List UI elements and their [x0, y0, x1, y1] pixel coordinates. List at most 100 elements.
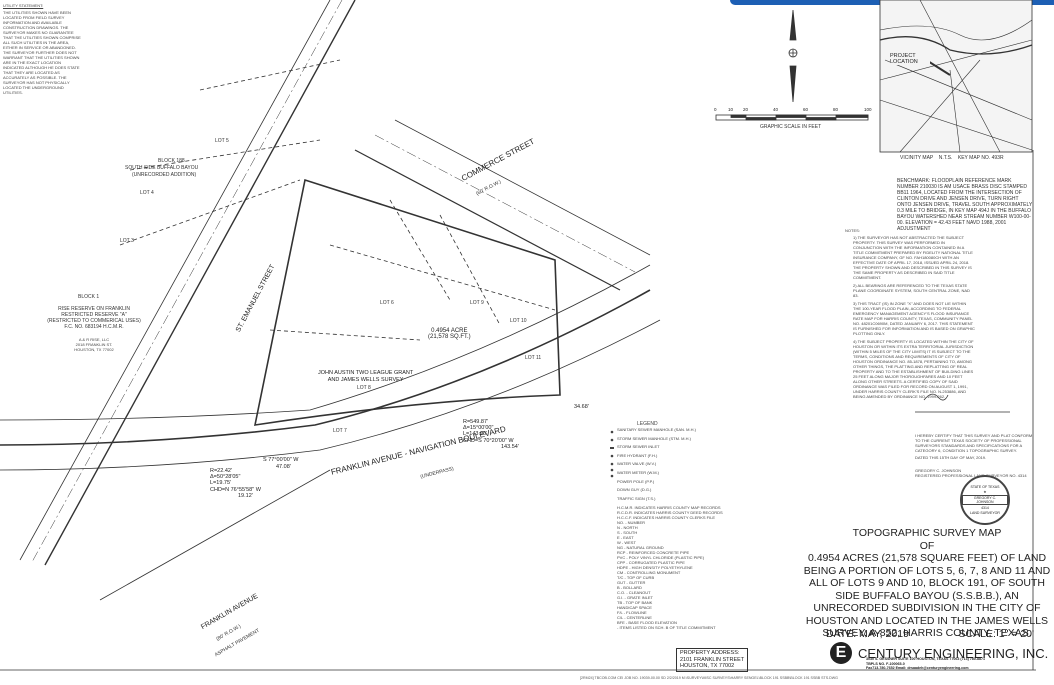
- company-email: Fax713-780-7652 Email: drsaadeh@centurye…: [866, 666, 969, 671]
- title-block: TOPOGRAPHIC SURVEY MAP OF 0.4954 ACRES (…: [800, 527, 1054, 640]
- legend-item: POWER POLE (P.P.): [617, 478, 655, 484]
- lot-3-label: LOT 3: [120, 238, 134, 244]
- curve-value: 143.54': [501, 443, 519, 450]
- acreage-label: 0.4954 ACRE (21,578 SQ.FT.): [428, 328, 471, 340]
- legend-item: WATER METER (W.M.): [617, 469, 659, 475]
- scale-tick: 60: [803, 107, 809, 112]
- curve-value: Δ=50°28'05": [210, 474, 241, 481]
- property-address-box: PROPERTY ADDRESS: 2101 FRANKLIN STREET H…: [676, 648, 749, 672]
- seal-bottom: LAND SURVEYOR: [970, 511, 1000, 515]
- scale-tick: 80: [833, 107, 839, 112]
- tract-boundary: [253, 178, 561, 426]
- legend-item: S - SOUTH: [617, 529, 638, 535]
- reserve-line: F.C. NO. 683194 H.C.M.R.: [64, 324, 124, 330]
- title-of: OF: [919, 539, 935, 552]
- curve-value: R=22.42': [210, 468, 232, 474]
- legend-item: BFE - BASE FLOOD ELEVATION: [617, 619, 677, 625]
- legend-item: TRAFFIC SIGN (T.S.): [617, 495, 656, 501]
- curve-data-right: R=549.87' Δ=15°00'00" L=143.96' CHD=S 70…: [463, 419, 519, 450]
- scale-ticks: 0 10 20 40 60 80 100: [712, 107, 876, 115]
- surveyor-title: REGISTERED PROFESSIONAL LAND SURVEYOR NO…: [915, 473, 1027, 478]
- company-contact: 3030 S. GESSNER SUITE 100 HOUSTON, TEXAS…: [866, 657, 985, 671]
- legend-item: W - WEST: [617, 539, 636, 545]
- company-tbpls: TBPLS NO. F-100065-0: [866, 661, 905, 666]
- lot-9-label: LOT 9: [470, 300, 484, 306]
- curve-value: CHD=S 70°20'00" W: [463, 437, 514, 444]
- unrecorded-label: (UNRECORDED ADDITION): [132, 172, 197, 178]
- project-location-label: PROJECT LOCATION: [890, 53, 930, 65]
- utility-statement-text: THE UTILITIES SHOWN HAVE BEEN LOCATED FR…: [3, 10, 81, 95]
- legend-list: SANITARY SEWER MANHOLE (SAN. M.H.)STORM …: [617, 427, 727, 630]
- lot-5-label: LOT 5: [215, 138, 229, 144]
- date-scale-row: DATE: MAY, 2019 SCALE: 1" = 20': [800, 628, 1054, 640]
- notes: NOTES: 1) THE SURVEYOR HAS NOT ABSTRACTE…: [845, 228, 975, 402]
- lot-4-label: LOT 4: [140, 190, 154, 196]
- franklin-underpass: [0, 289, 651, 446]
- legend-item: HDPE - HIGH DENSITY POLYETHYLENE: [617, 564, 693, 570]
- curve-value: Δ=15°00'00": [463, 425, 494, 432]
- legend-item: T/C - TOP OF CURB: [617, 574, 655, 580]
- legend: LEGEND SANITARY SEWER MANHOLE (SAN. M.H.…: [617, 422, 727, 630]
- legend-item: GUT - GUTTER: [617, 579, 646, 585]
- legend-item: NO. - NUMBER: [617, 519, 645, 525]
- certification: I HEREBY CERTIFY THAT THIS SURVEY AND PL…: [915, 433, 1033, 478]
- legend-item: CM - CONTROLLING MONUMENT: [617, 569, 681, 575]
- curve-value: L=19.75': [210, 480, 232, 487]
- block-188-label: BLOCK 188: [158, 158, 185, 164]
- benchmark-text: BENCHMARK: FLOODPLAIN REFERENCE MARK NUM…: [897, 178, 1033, 232]
- owner-line: 2018 FRANKLIN ST.: [75, 342, 113, 347]
- owner-line: A & R RISE, LLC: [78, 337, 110, 342]
- legend-item: R.C.D.R. INDICATES HARRIS COUNTY DEED RE…: [617, 509, 723, 515]
- survey-date: DATE: MAY, 2019: [826, 628, 909, 640]
- owner-block: A & R RISE, LLC 2018 FRANKLIN ST. HOUSTO…: [62, 337, 126, 352]
- century-engineering-logo: E: [830, 642, 852, 664]
- company-name: CENTURY ENGINEERING, INC.: [858, 645, 1049, 661]
- property-address-line2: HOUSTON, TX 77002: [680, 663, 735, 669]
- certification-date: DATED THIS 15th DAY OF MAY, 2019.: [915, 455, 987, 460]
- property-address-line1: 2101 FRANKLIN STREET: [680, 656, 745, 663]
- legend-item: WATER VALVE (W.V.): [617, 461, 657, 467]
- legend-item: NG - NATURAL GROUND: [617, 544, 664, 550]
- legend-item: SANITARY SEWER MANHOLE (SAN. M.H.): [617, 427, 696, 432]
- south-side-label: SOUTH SIDE BUFFALO BAYOU: [125, 165, 199, 171]
- curve-value: L=143.96': [463, 431, 488, 438]
- seal-top: STATE OF TEXAS: [970, 485, 1000, 489]
- surveyor-name: GREGORY C. JOHNSON: [915, 468, 962, 473]
- notes-heading: NOTES:: [845, 228, 860, 233]
- legend-item: N - NORTH: [617, 524, 638, 530]
- st-emanuel-west-line: [19, 0, 331, 561]
- block-1-label: BLOCK 1: [78, 294, 100, 300]
- reserve-line: RESTRICTED RESERVE "A": [61, 312, 127, 318]
- survey-title: TOPOGRAPHIC SURVEY MAP: [852, 527, 1002, 539]
- legend-item: - ITEMS LISTED ON SCH. B OF TITLE COMMIT…: [617, 624, 716, 630]
- legend-item: G.I. - GRATE INLET: [617, 594, 653, 600]
- legend-item: B - BOLLARD: [617, 584, 642, 590]
- acreage-value: 0.4954 ACRE: [431, 328, 468, 334]
- lot-10-label: LOT 10: [510, 318, 527, 324]
- reserve-line: RISE RESERVE ON FRANKLIN: [58, 306, 130, 312]
- curve-value: 19.12': [238, 492, 253, 499]
- seal-number: 4314: [981, 506, 989, 510]
- curve-value: R=549.87': [463, 419, 489, 425]
- legend-item: HANDICAP SPACE: [617, 604, 652, 610]
- survey-name: JOHN AUSTIN TWO LEAGUE GRANT AND JAMES W…: [318, 370, 413, 383]
- scale-tick: 100: [864, 107, 872, 112]
- legend-item: H.C.C.F. INDICATES HARRIS COUNTY CLERKS …: [617, 514, 716, 520]
- scale-tick: 10: [728, 107, 734, 112]
- franklin-north-line: [0, 264, 651, 421]
- seal-name: GREGORY C. JOHNSON: [962, 495, 1008, 505]
- commerce-south-line: [354, 149, 621, 291]
- distance-south: 47.08': [276, 464, 291, 470]
- survey-scale: SCALE: 1" = 20': [958, 628, 1034, 640]
- commerce-north-line: [394, 119, 651, 256]
- lot-7-label: LOT 7: [333, 428, 347, 434]
- owner-line: HOUSTON, TX 77002: [74, 347, 114, 352]
- survey-line: JOHN AUSTIN TWO LEAGUE GRANT: [318, 370, 414, 376]
- lot-6-label: LOT 6: [380, 300, 394, 306]
- legend-item: C.O. - CLEANOUT: [617, 589, 651, 595]
- note-item: 2) ALL BEARINGS ARE REFERENCED TO THE TE…: [853, 283, 970, 298]
- legend-item: DOWN GUY (D.G.): [617, 487, 652, 493]
- reserve-line: (RESTRICTED TO COMMERICAL USES): [47, 318, 141, 324]
- survey-line: AND JAMES WELLS SURVEY: [327, 376, 404, 383]
